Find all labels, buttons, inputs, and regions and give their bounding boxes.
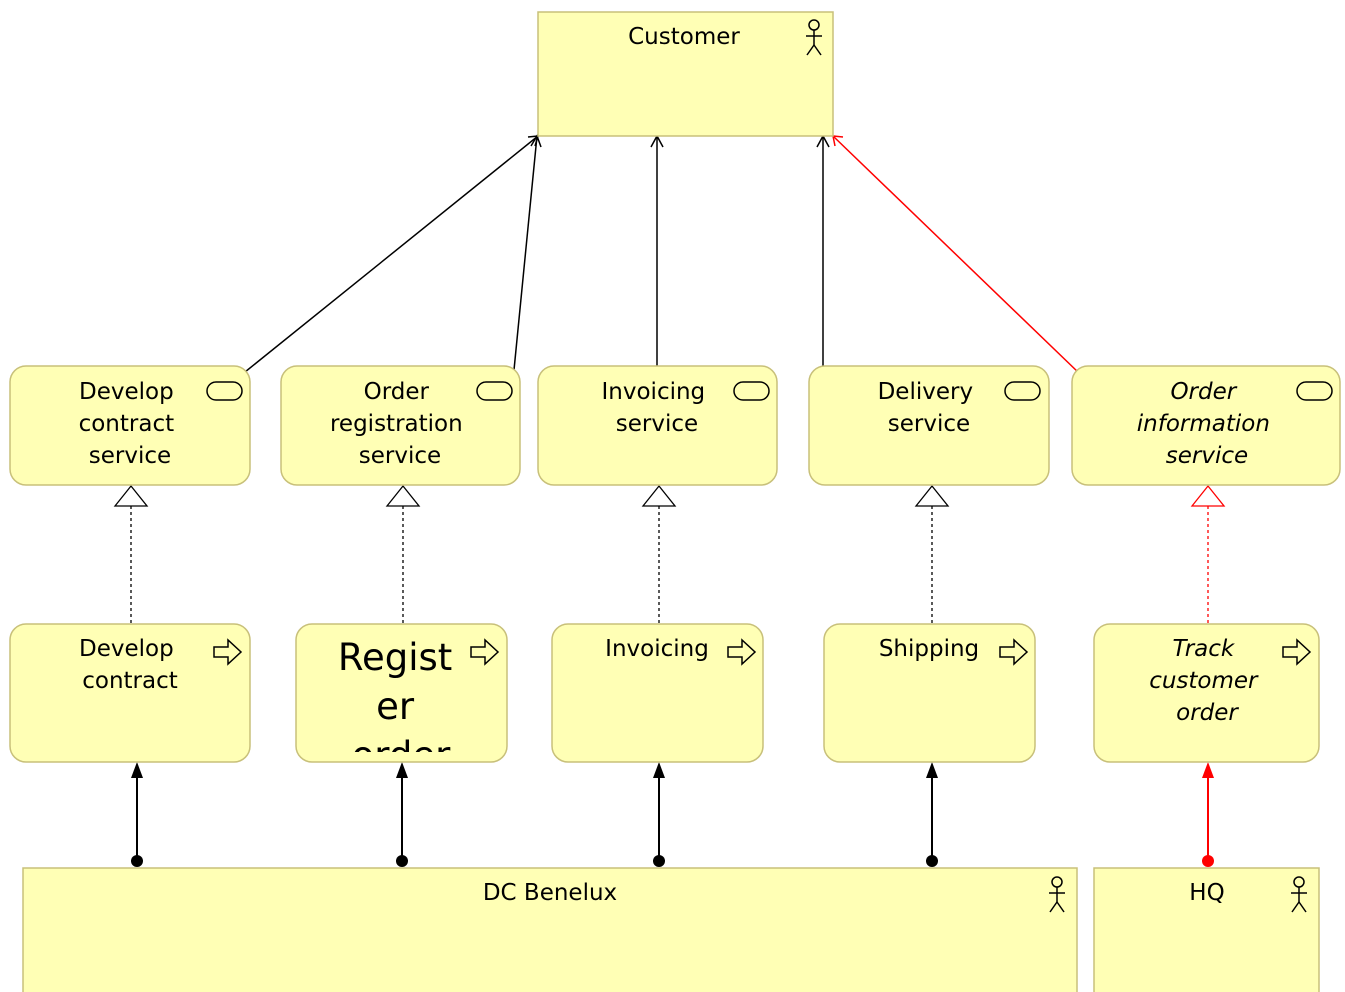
serving-relation[interactable] [244, 135, 540, 373]
serving-relation-highlighted[interactable] [832, 135, 1081, 375]
actor-icon [806, 19, 822, 56]
svg-text:Invoicing: Invoicing [605, 636, 709, 662]
service-icon [206, 381, 243, 401]
process-label-line: Invoicing [605, 636, 709, 662]
realization-relations [113, 484, 1226, 623]
realization-relation-highlighted[interactable] [1190, 484, 1226, 623]
svg-text:Shipping: Shipping [879, 636, 979, 662]
process-label-line: Regist [338, 636, 452, 679]
assignment-relation[interactable] [131, 762, 143, 867]
service-invoicing[interactable]: Invoicing service [537, 365, 778, 486]
actor-icon [1291, 876, 1307, 913]
hq-actor[interactable]: HQ [1093, 867, 1320, 992]
svg-text:Regist er orde: Regist er order [338, 636, 464, 777]
register-order-label: Regist er order [338, 636, 464, 777]
dc-benelux-actor[interactable]: DC Benelux [22, 867, 1078, 992]
process-label-line: Track [1172, 636, 1235, 662]
process-invoicing[interactable]: Invoicing [551, 623, 764, 763]
service-label-line: information [1137, 411, 1270, 437]
process-arrow-icon [213, 638, 243, 666]
assignment-relation-highlighted[interactable] [1202, 762, 1214, 867]
service-label-line: Order [1170, 379, 1237, 405]
realization-relation[interactable] [641, 484, 677, 623]
svg-text:Develop contract: Develop contract [79, 636, 181, 694]
serving-relation[interactable] [513, 134, 542, 371]
serving-relation[interactable] [816, 134, 830, 366]
assignment-relation[interactable] [926, 762, 938, 867]
actor-icon [1049, 876, 1065, 913]
process-label-line: customer [1149, 668, 1259, 694]
svg-text:Delivery service: Delivery service [878, 379, 981, 437]
service-label-line: contract [79, 411, 175, 437]
dc-benelux-label: DC Benelux [483, 880, 617, 906]
process-label-line: order [352, 734, 451, 777]
realization-relation[interactable] [914, 484, 950, 623]
svg-text:Invoicing service: Invoicing service [602, 379, 713, 437]
process-develop-contract[interactable]: Develop contract [9, 623, 251, 763]
service-label-line: service [888, 411, 970, 437]
assignment-relations [131, 762, 1214, 867]
process-label-line: er [376, 685, 415, 728]
process-label-line: Shipping [879, 636, 979, 662]
svg-text:Track customer ord: Track customer order [1149, 636, 1265, 726]
service-label-line: service [616, 411, 698, 437]
service-develop-contract[interactable]: Develop contract service [9, 365, 251, 486]
serving-relation[interactable] [650, 134, 664, 366]
service-label-line: Develop [79, 379, 174, 405]
process-arrow-icon [1282, 638, 1312, 666]
svg-text:Order registration: Order registration service [330, 379, 470, 469]
service-label-line: service [1166, 443, 1248, 469]
process-label-line: order [1176, 700, 1239, 726]
svg-text:Develop contract s: Develop contract service [79, 379, 182, 469]
assignment-relation[interactable] [396, 762, 408, 867]
service-label-line: registration [330, 411, 463, 437]
process-shipping[interactable]: Shipping [823, 623, 1036, 763]
process-arrow-icon [470, 638, 500, 666]
service-icon [1296, 381, 1333, 401]
service-label-line: service [359, 443, 441, 469]
assignment-relation[interactable] [653, 762, 665, 867]
svg-text:Order information: Order information service [1137, 379, 1277, 469]
process-track-customer-order[interactable]: Track customer order [1093, 623, 1320, 763]
process-arrow-icon [727, 638, 757, 666]
process-register-order[interactable]: Regist er order [295, 623, 508, 777]
service-icon [476, 381, 513, 401]
process-arrow-icon [999, 638, 1029, 666]
service-icon [733, 381, 770, 401]
realization-relation[interactable] [385, 484, 421, 623]
service-delivery[interactable]: Delivery service [808, 365, 1050, 486]
customer-actor[interactable]: Customer [537, 11, 834, 137]
hq-label: HQ [1189, 880, 1224, 906]
process-label-line: Develop [79, 636, 174, 662]
service-label-line: Invoicing [602, 379, 706, 405]
process-label-line: contract [82, 668, 178, 694]
service-icon [1004, 381, 1041, 401]
realization-relation[interactable] [113, 484, 149, 623]
service-label-line: Order [364, 379, 430, 405]
serving-relations [244, 134, 1081, 375]
service-label-line: service [89, 443, 171, 469]
service-order-registration[interactable]: Order registration service [280, 365, 521, 486]
service-label-line: Delivery [878, 379, 973, 405]
service-order-information[interactable]: Order information service [1071, 365, 1341, 486]
customer-label: Customer [628, 24, 740, 50]
